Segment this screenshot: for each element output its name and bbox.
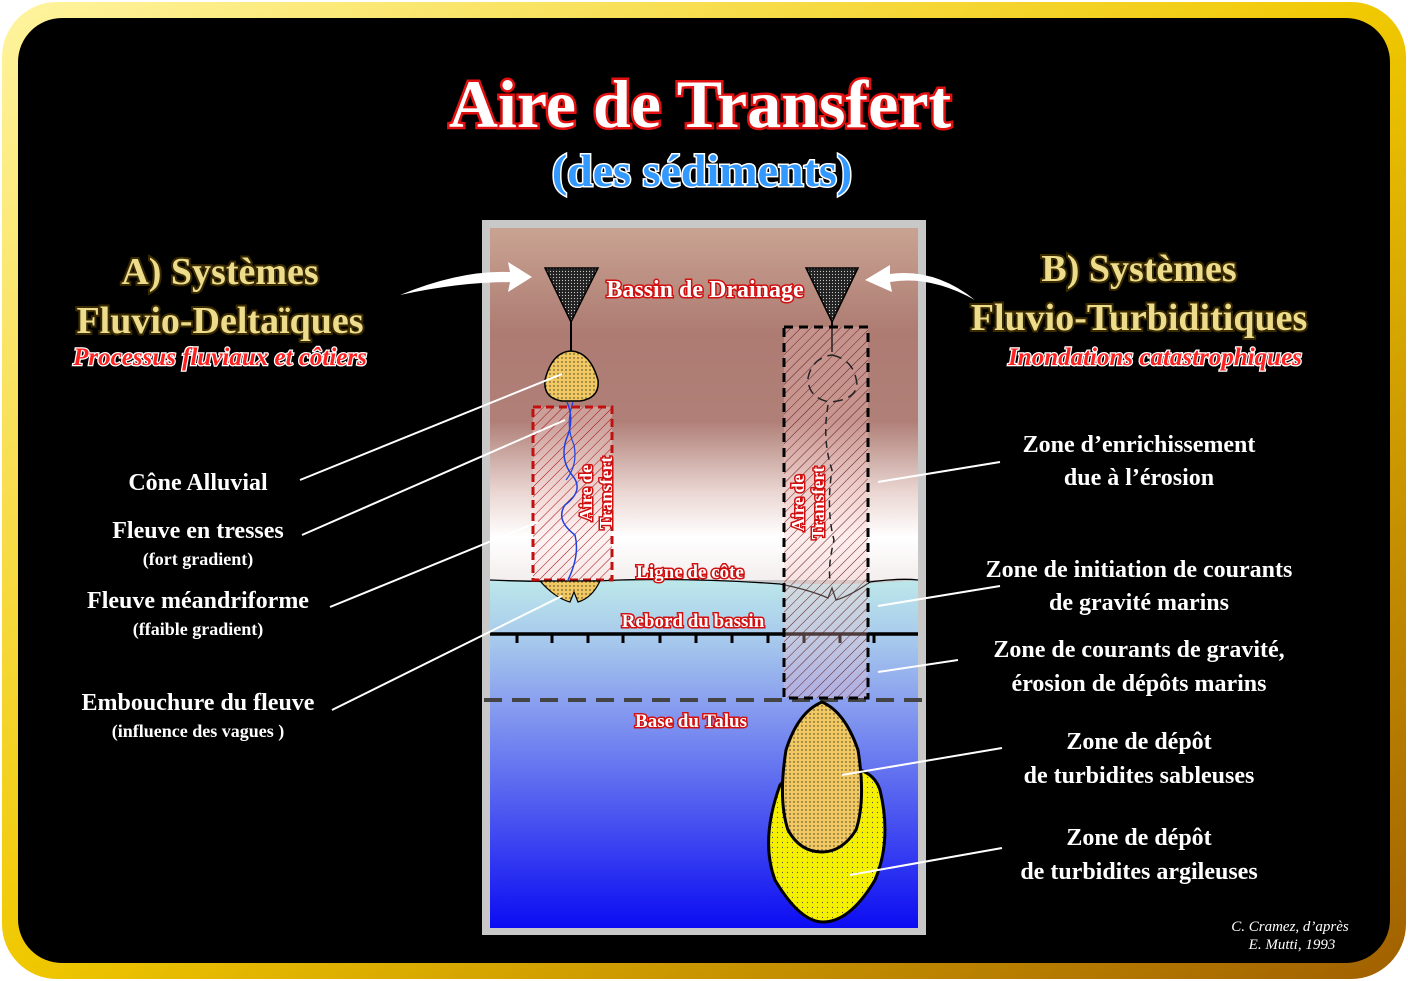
label-alluvial-fan: Cône Alluvial [128,470,268,496]
sand-turbidite-lobe [780,700,864,854]
left-drainage-funnel [543,267,600,324]
slope-base-label: Base du Talus [635,711,747,732]
label-initiation-zone-1: Zone de initiation de courants [986,557,1293,583]
page-subtitle: (des sédiments) [552,145,852,196]
right-transfer-area [782,325,870,700]
left-transfer-label-line2: Transfert [596,457,616,530]
label-initiation-zone-2: de gravité marins [1049,590,1229,616]
left-arrow-icon [400,262,532,295]
left-heading-line1: A) Systèmes [121,251,318,293]
right-drainage-funnel [804,267,860,324]
label-enrichment-zone-2: due à l’érosion [1064,465,1214,491]
label-river-mouth-sub: (influence des vagues ) [112,721,285,742]
label-river-mouth: Embouchure du fleuve [82,690,315,716]
basin-diagram: Aire de Transfert Aire de Transfert Bass… [482,220,926,935]
label-clay-deposit-2: de turbidites argileuses [1020,859,1257,885]
label-braided-river: Fleuve en tresses [112,518,284,544]
alluvial-fan [544,350,599,402]
right-transfer-label-line2: Transfert [808,467,828,540]
page-title: Aire de Transfert [449,66,952,142]
label-meandering-river-sub: (ffaible gradient) [133,619,263,640]
label-sand-deposit-2: de turbidites sableuses [1024,763,1255,789]
drainage-basin-label: Bassin de Drainage [606,277,804,303]
label-braided-river-sub: (fort gradient) [143,549,253,570]
label-enrichment-zone-1: Zone d’enrichissement [1023,432,1256,458]
basin-edge-label: Rebord du bassin [622,611,765,632]
right-arrow-icon [865,265,975,300]
label-gravity-currents-2: érosion de dépôts marins [1012,671,1267,697]
left-process: Processus fluviaux et côtiers [72,344,367,371]
right-process: Inondations catastrophiques [1007,344,1302,371]
right-transfer-label-line1: Aire de [788,475,808,531]
river-channel [560,401,578,581]
pointer-lines [299,373,1003,876]
label-sand-deposit-1: Zone de dépôt [1066,729,1211,755]
left-transfer-area [531,405,614,582]
right-heading-line2: Fluvio-Turbiditiques [971,297,1308,339]
credit-line2: E. Mutti, 1993 [1248,937,1336,953]
right-heading-line1: B) Systèmes [1041,248,1236,290]
label-meandering-river: Fleuve méandriforme [87,588,309,614]
coastline-label: Ligne de côte [636,562,744,583]
credit-line1: C. Cramez, d’après [1231,919,1349,935]
river-mouth-delta [538,580,601,603]
label-gravity-currents-1: Zone de courants de gravité, [993,637,1284,663]
label-clay-deposit-1: Zone de dépôt [1066,825,1211,851]
left-transfer-label-line1: Aire de [576,465,596,521]
left-heading-line2: Fluvio-Deltaïques [76,300,363,342]
